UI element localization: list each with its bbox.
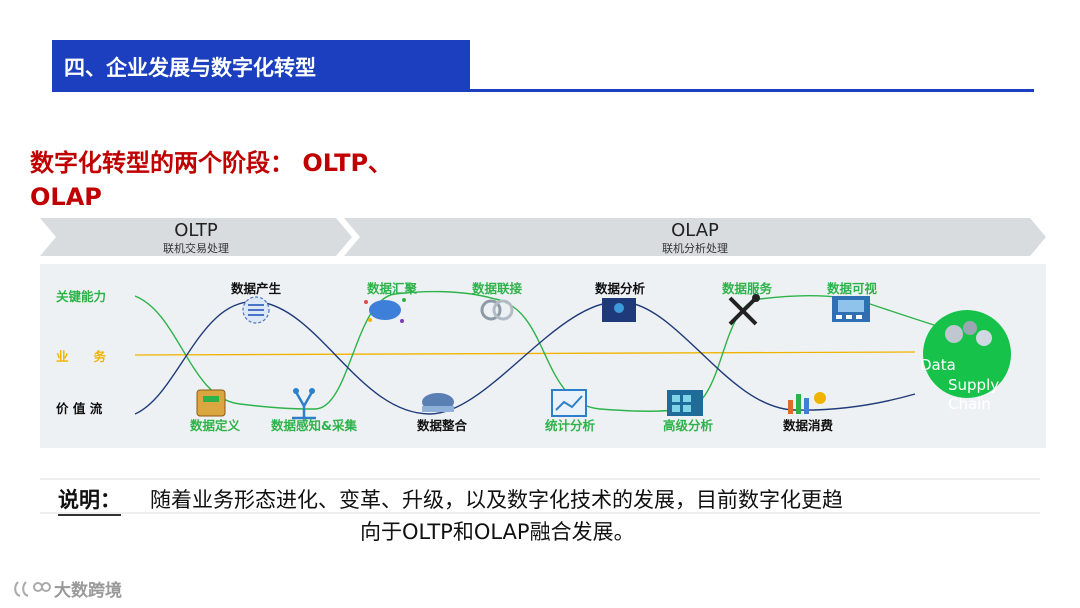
capability-wave [134,290,951,412]
pencil-doc-icon [196,389,226,417]
node-label-data-connection: 数据联接 [471,281,523,296]
node-label-data-aggregation: 数据汇聚 [366,281,418,296]
oltp-olap-diagram: OLTP 联机交易处理 OLAP 联机分析处理 关键能力 业 务 价 值 流 数… [40,218,1046,448]
node-label-statistics: 统计分析 [545,418,596,433]
legend-value-flow: 价 值 流 [56,401,103,416]
subtitle-line2: OLAP [30,183,102,211]
node-label-data-definition: 数据定义 [189,418,241,433]
note-text-line1: 随着业务形态进化、变革、升级，以及数字化技术的发展，目前数字化更趋 [150,488,843,512]
note-frame [40,478,1040,514]
subtitle: 数字化转型的两个阶段： OLTP、 OLAP [30,146,490,214]
subtitle-line1: 数字化转型的两个阶段： OLTP、 [30,149,393,177]
consumption-chart-icon [788,392,826,414]
node-label-data-analysis: 数据分析 [594,281,646,296]
legend-business: 业 务 [56,349,107,364]
diagram-panel [40,264,1046,448]
cloud-gather-icon [364,298,406,323]
node-label-advanced-analytics: 高级分析 [663,418,714,433]
supply-chain-label-1: Data [920,356,956,374]
note-label: 说明： [58,484,121,516]
supply-chain-label-2: Supply [948,376,999,394]
oltp-stage-arrow [40,218,352,256]
sensor-collect-icon [292,388,316,420]
legend-capability: 关键能力 [56,289,106,304]
node-label-data-generation: 数据产生 [230,281,282,296]
stats-chart-icon [551,389,587,417]
node-label-data-sensing: 数据感知&采集 [270,418,357,433]
binary-data-icon [242,296,270,324]
olap-subtitle: 联机分析处理 [662,241,728,255]
olap-stage-arrow [344,218,1046,256]
linked-rings-icon [480,299,514,321]
oltp-title: OLTP [174,220,218,241]
watermark-text: 大数跨境 [54,581,122,601]
title-underline [52,89,1034,92]
data-supply-chain-node [923,310,1011,398]
analysis-screen-icon [602,298,636,322]
tools-icon [728,294,760,326]
node-label-data-visualization: 数据可视 [826,281,878,296]
node-label-data-service: 数据服务 [721,281,773,296]
business-line [134,351,916,356]
oltp-subtitle: 联机交易处理 [163,241,229,255]
olap-title: OLAP [671,220,719,241]
page-title: 四、企业发展与数字化转型 [64,56,316,80]
watermark-logo-icon [14,581,51,597]
title-bar [52,40,470,90]
advanced-analytics-icon [667,390,703,416]
dashboard-icon [832,296,870,322]
node-label-data-integration: 数据整合 [416,418,468,433]
supply-chain-label-3: Chain [948,395,991,413]
data-integration-icon [422,393,454,412]
node-label-data-consumption: 数据消费 [782,418,834,433]
value-flow-wave [134,301,916,415]
note-text-line2: 向于OLTP和OLAP融合发展。 [360,520,635,544]
